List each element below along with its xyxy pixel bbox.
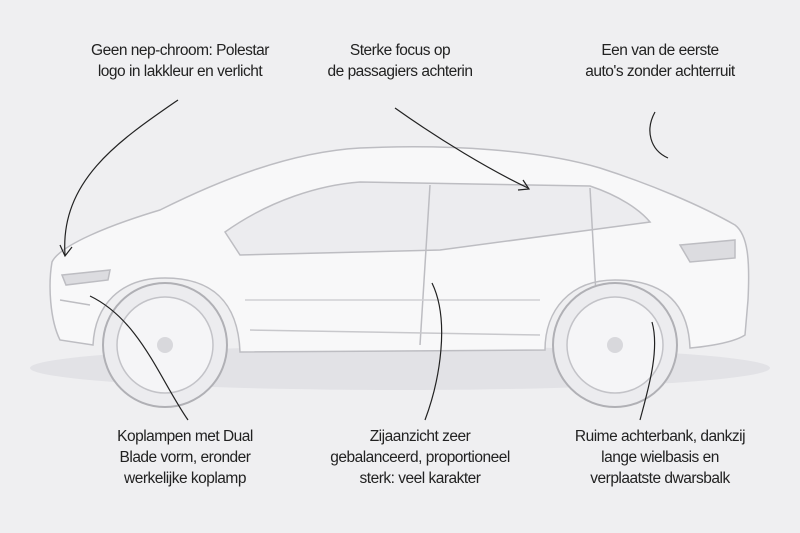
annotation-line: logo in lakkleur en verlicht [97, 63, 263, 80]
annotation-line: Sterke focus op [349, 42, 451, 59]
callout-rear-bench [639, 321, 656, 421]
arrow-head-icon [59, 244, 73, 258]
annotation-line: Koplampen met Dual [117, 428, 253, 445]
arrow-head-icon [517, 179, 531, 191]
rear-wheel [552, 282, 678, 408]
annotation-side-view: Zijaanzicht zeer gebalanceerd, proportio… [290, 426, 550, 489]
car-body [49, 146, 750, 353]
annotation-line: Zijaanzicht zeer [369, 428, 471, 445]
annotation-headlights: Koplampen met Dual Blade vorm, eronder w… [55, 426, 315, 489]
annotation-line: Blade vorm, eronder [119, 449, 251, 466]
annotation-rear-window: Een van de eerste auto's zonder achterru… [530, 40, 790, 82]
annotation-line: de passagiers achterin [327, 63, 473, 80]
callout-rear-window [649, 111, 669, 159]
callout-lines [59, 99, 669, 421]
front-wheel [102, 282, 228, 408]
annotation-line: auto's zonder achterruit [585, 63, 735, 80]
annotation-line: sterk: veel karakter [359, 470, 481, 487]
annotation-line: lange wielbasis en [601, 449, 719, 466]
annotation-line: Een van de eerste [601, 42, 719, 59]
annotation-line: verplaatste dwarsbalk [590, 470, 730, 487]
callout-passengers [394, 107, 529, 189]
annotation-line: werkelijke koplamp [124, 470, 246, 487]
annotation-passengers: Sterke focus op de passagiers achterin [270, 40, 530, 82]
annotation-logo: Geen nep-chroom: Polestar logo in lakkle… [50, 40, 310, 82]
callout-side-view [424, 282, 443, 421]
annotation-line: gebalanceerd, proportioneel [330, 449, 510, 466]
callout-logo [64, 99, 179, 256]
annotation-rear-bench: Ruime achterbank, dankzij lange wielbasi… [530, 426, 790, 489]
callout-headlights [89, 295, 189, 421]
annotation-line: Geen nep-chroom: Polestar [91, 42, 269, 59]
annotation-line: Ruime achterbank, dankzij [574, 428, 746, 445]
